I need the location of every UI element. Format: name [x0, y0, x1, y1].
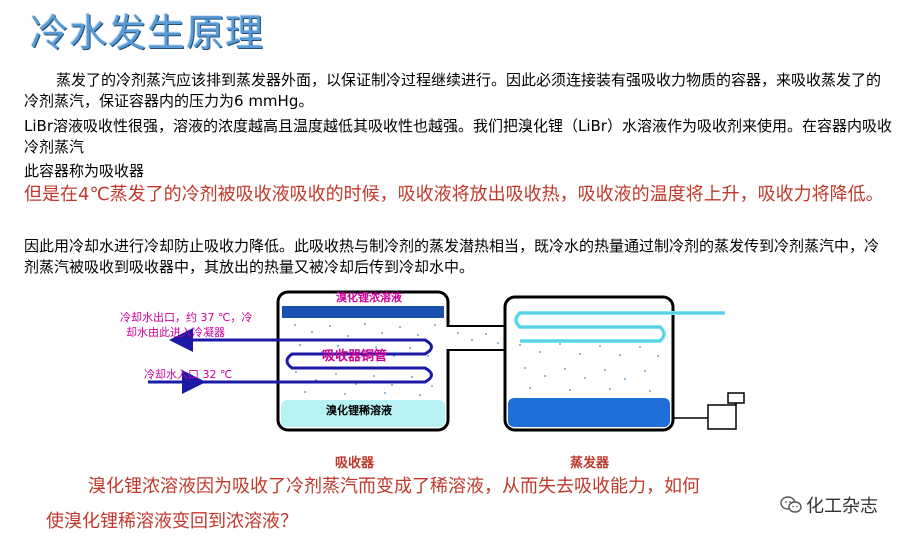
paragraph-3: 此容器称为吸收器: [24, 162, 145, 180]
label-cooling-water-outlet-line1: 冷却水出口，约 37 ℃，冷: [120, 310, 252, 324]
absorber-vessel: [276, 290, 450, 432]
page-title: 冷水发生原理: [30, 11, 265, 55]
evaporator-vessel: [503, 295, 725, 432]
paragraph-2: LiBr溶液吸收性很强，溶液的浓度越高且温度越低其吸收性也越强。我们把溴化锂（L…: [24, 117, 892, 156]
concentrated-solution-spray-bar: [282, 306, 444, 318]
label-absorber: 吸收器: [335, 455, 375, 471]
vapor-duct: [446, 325, 508, 351]
refrigerant-pump: [673, 392, 745, 430]
evaporator-refrigerant-water: [508, 398, 670, 427]
paragraph-1: 蒸发了的冷剂蒸汽应该排到蒸发器外面，以保证制冷过程继续进行。因此必须连接装有强吸…: [24, 71, 882, 110]
label-evaporator: 蒸发器: [570, 455, 610, 471]
paragraph-4-highlight: 但是在4℃蒸发了的冷剂被吸收液吸收的时候，吸收液将放出吸收热，吸收液的温度将上升…: [24, 184, 884, 205]
absorber-copper-tube: [169, 328, 433, 384]
label-dilute-solution: 溴化锂稀溶液: [326, 403, 393, 417]
bottom-question-line-1: 溴化锂浓溶液因为吸收了冷剂蒸汽而变成了稀溶液，从而失去吸收能力，如何: [88, 476, 700, 497]
bottom-question-line-2: 使溴化锂稀溶液变回到浓溶液？: [46, 511, 298, 532]
label-concentrated-solution: 溴化锂浓溶液: [336, 290, 403, 304]
cooling-water-tube: [169, 328, 433, 384]
watermark: 化工杂志: [780, 492, 878, 519]
label-cooling-water-outlet-line2: 却水由此进入冷凝器: [126, 325, 225, 339]
label-absorber-tube: 吸收器铜管: [322, 348, 387, 364]
dilute-solution-pool: [281, 400, 445, 427]
paragraph-5: 因此用冷却水进行冷却防止吸收力降低。此吸收热与制冷剂的蒸发潜热相当，既冷水的热量…: [24, 237, 880, 276]
evaporator-spray-dots: [519, 343, 659, 392]
label-cooling-water-inlet: 冷却水入口 32 ℃: [144, 368, 232, 381]
watermark-text: 化工杂志: [806, 496, 878, 517]
wechat-icon: [780, 495, 802, 519]
